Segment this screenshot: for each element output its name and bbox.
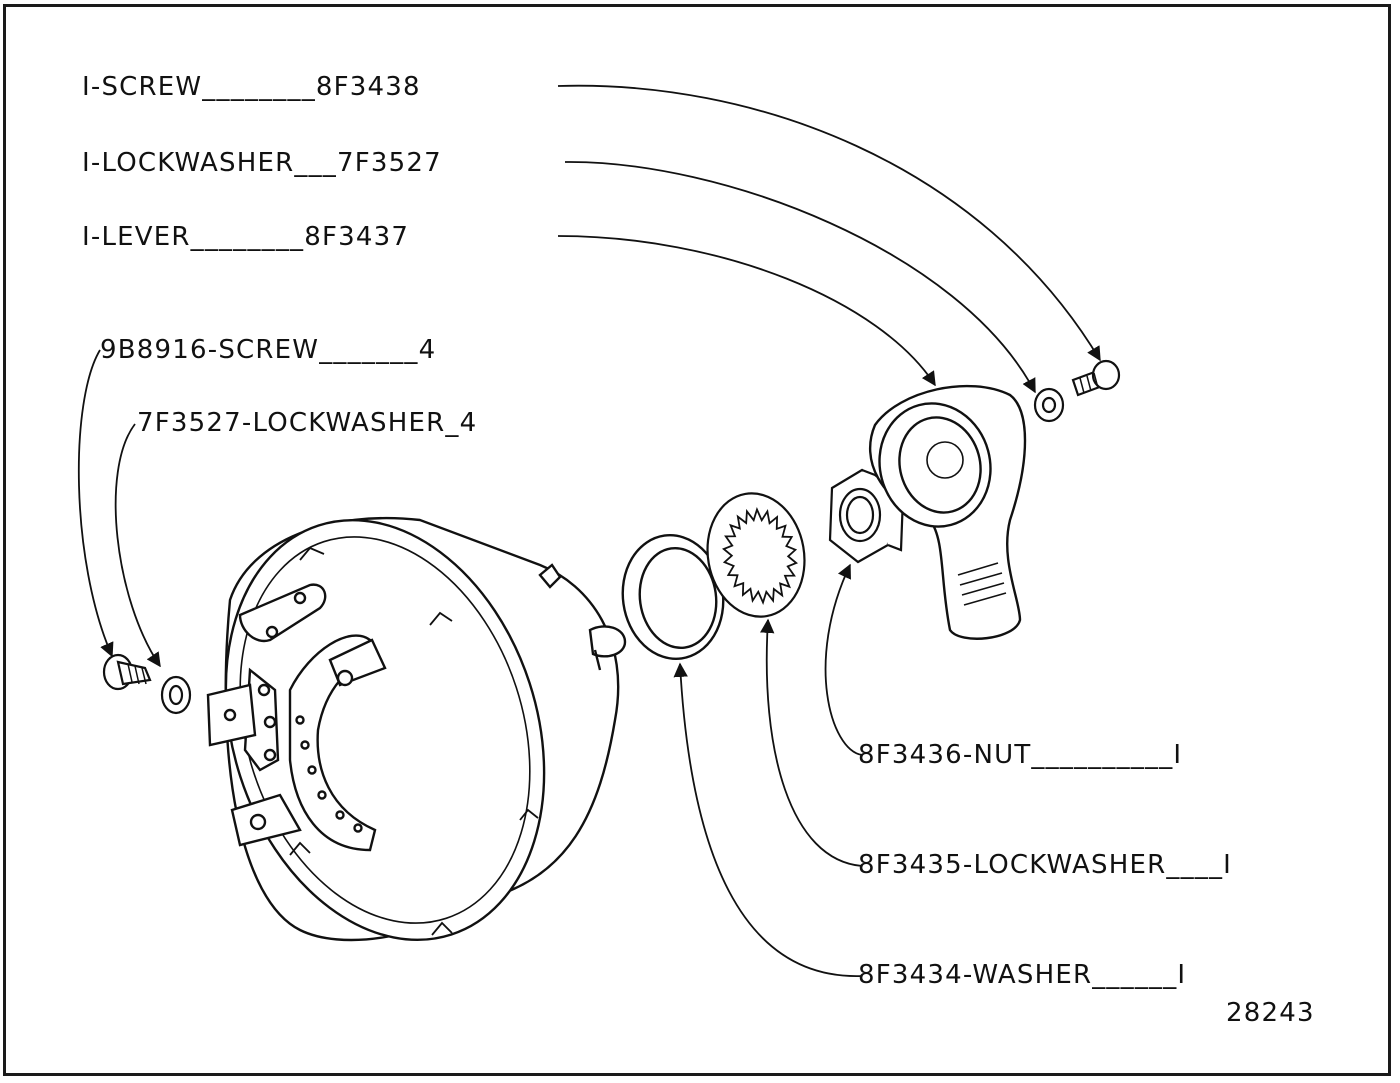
callout-screw-9B8916: 9B8916-SCREW_______4	[100, 335, 437, 365]
callout-lockwasher-7F3527-qty4: 7F3527-LOCKWASHER_4	[137, 408, 478, 438]
callout-nut-8F3436: 8F3436-NUT__________I	[858, 740, 1183, 770]
callout-lockwasher-7F3527: I-LOCKWASHER___7F3527	[82, 148, 442, 178]
lever	[866, 386, 1025, 639]
callout-washer-8F3434: 8F3434-WASHER______I	[858, 960, 1187, 990]
lockwasher-small-left	[162, 677, 190, 713]
figure-number: 28243	[1226, 998, 1315, 1028]
callout-lever-8F3437: I-LEVER________8F3437	[82, 222, 410, 252]
washer-ring	[615, 529, 731, 666]
leader-screw-8F3438	[558, 86, 1100, 362]
switch-body	[174, 479, 625, 982]
callout-screw-8F3438: I-SCREW________8F3438	[82, 72, 421, 102]
lockwasher-toothed	[698, 486, 814, 625]
screw-small-left	[104, 655, 150, 689]
leader-lever-8F3437	[558, 236, 936, 387]
leader-lines	[79, 86, 1100, 976]
screw-small-right	[1073, 361, 1119, 395]
leader-lockwasher-left	[116, 424, 161, 668]
leader-nut-8F3436	[826, 563, 862, 755]
leader-lockwasher-8F3435	[760, 618, 862, 866]
leader-washer-8F3434	[673, 662, 862, 976]
callout-lockwasher-8F3435: 8F3435-LOCKWASHER____I	[858, 850, 1233, 880]
lockwasher-small-right	[1035, 389, 1063, 421]
diagram-frame	[3, 4, 1391, 1076]
leader-screw-9B8916	[79, 350, 114, 658]
leader-lockwasher-7F3527	[565, 162, 1035, 394]
